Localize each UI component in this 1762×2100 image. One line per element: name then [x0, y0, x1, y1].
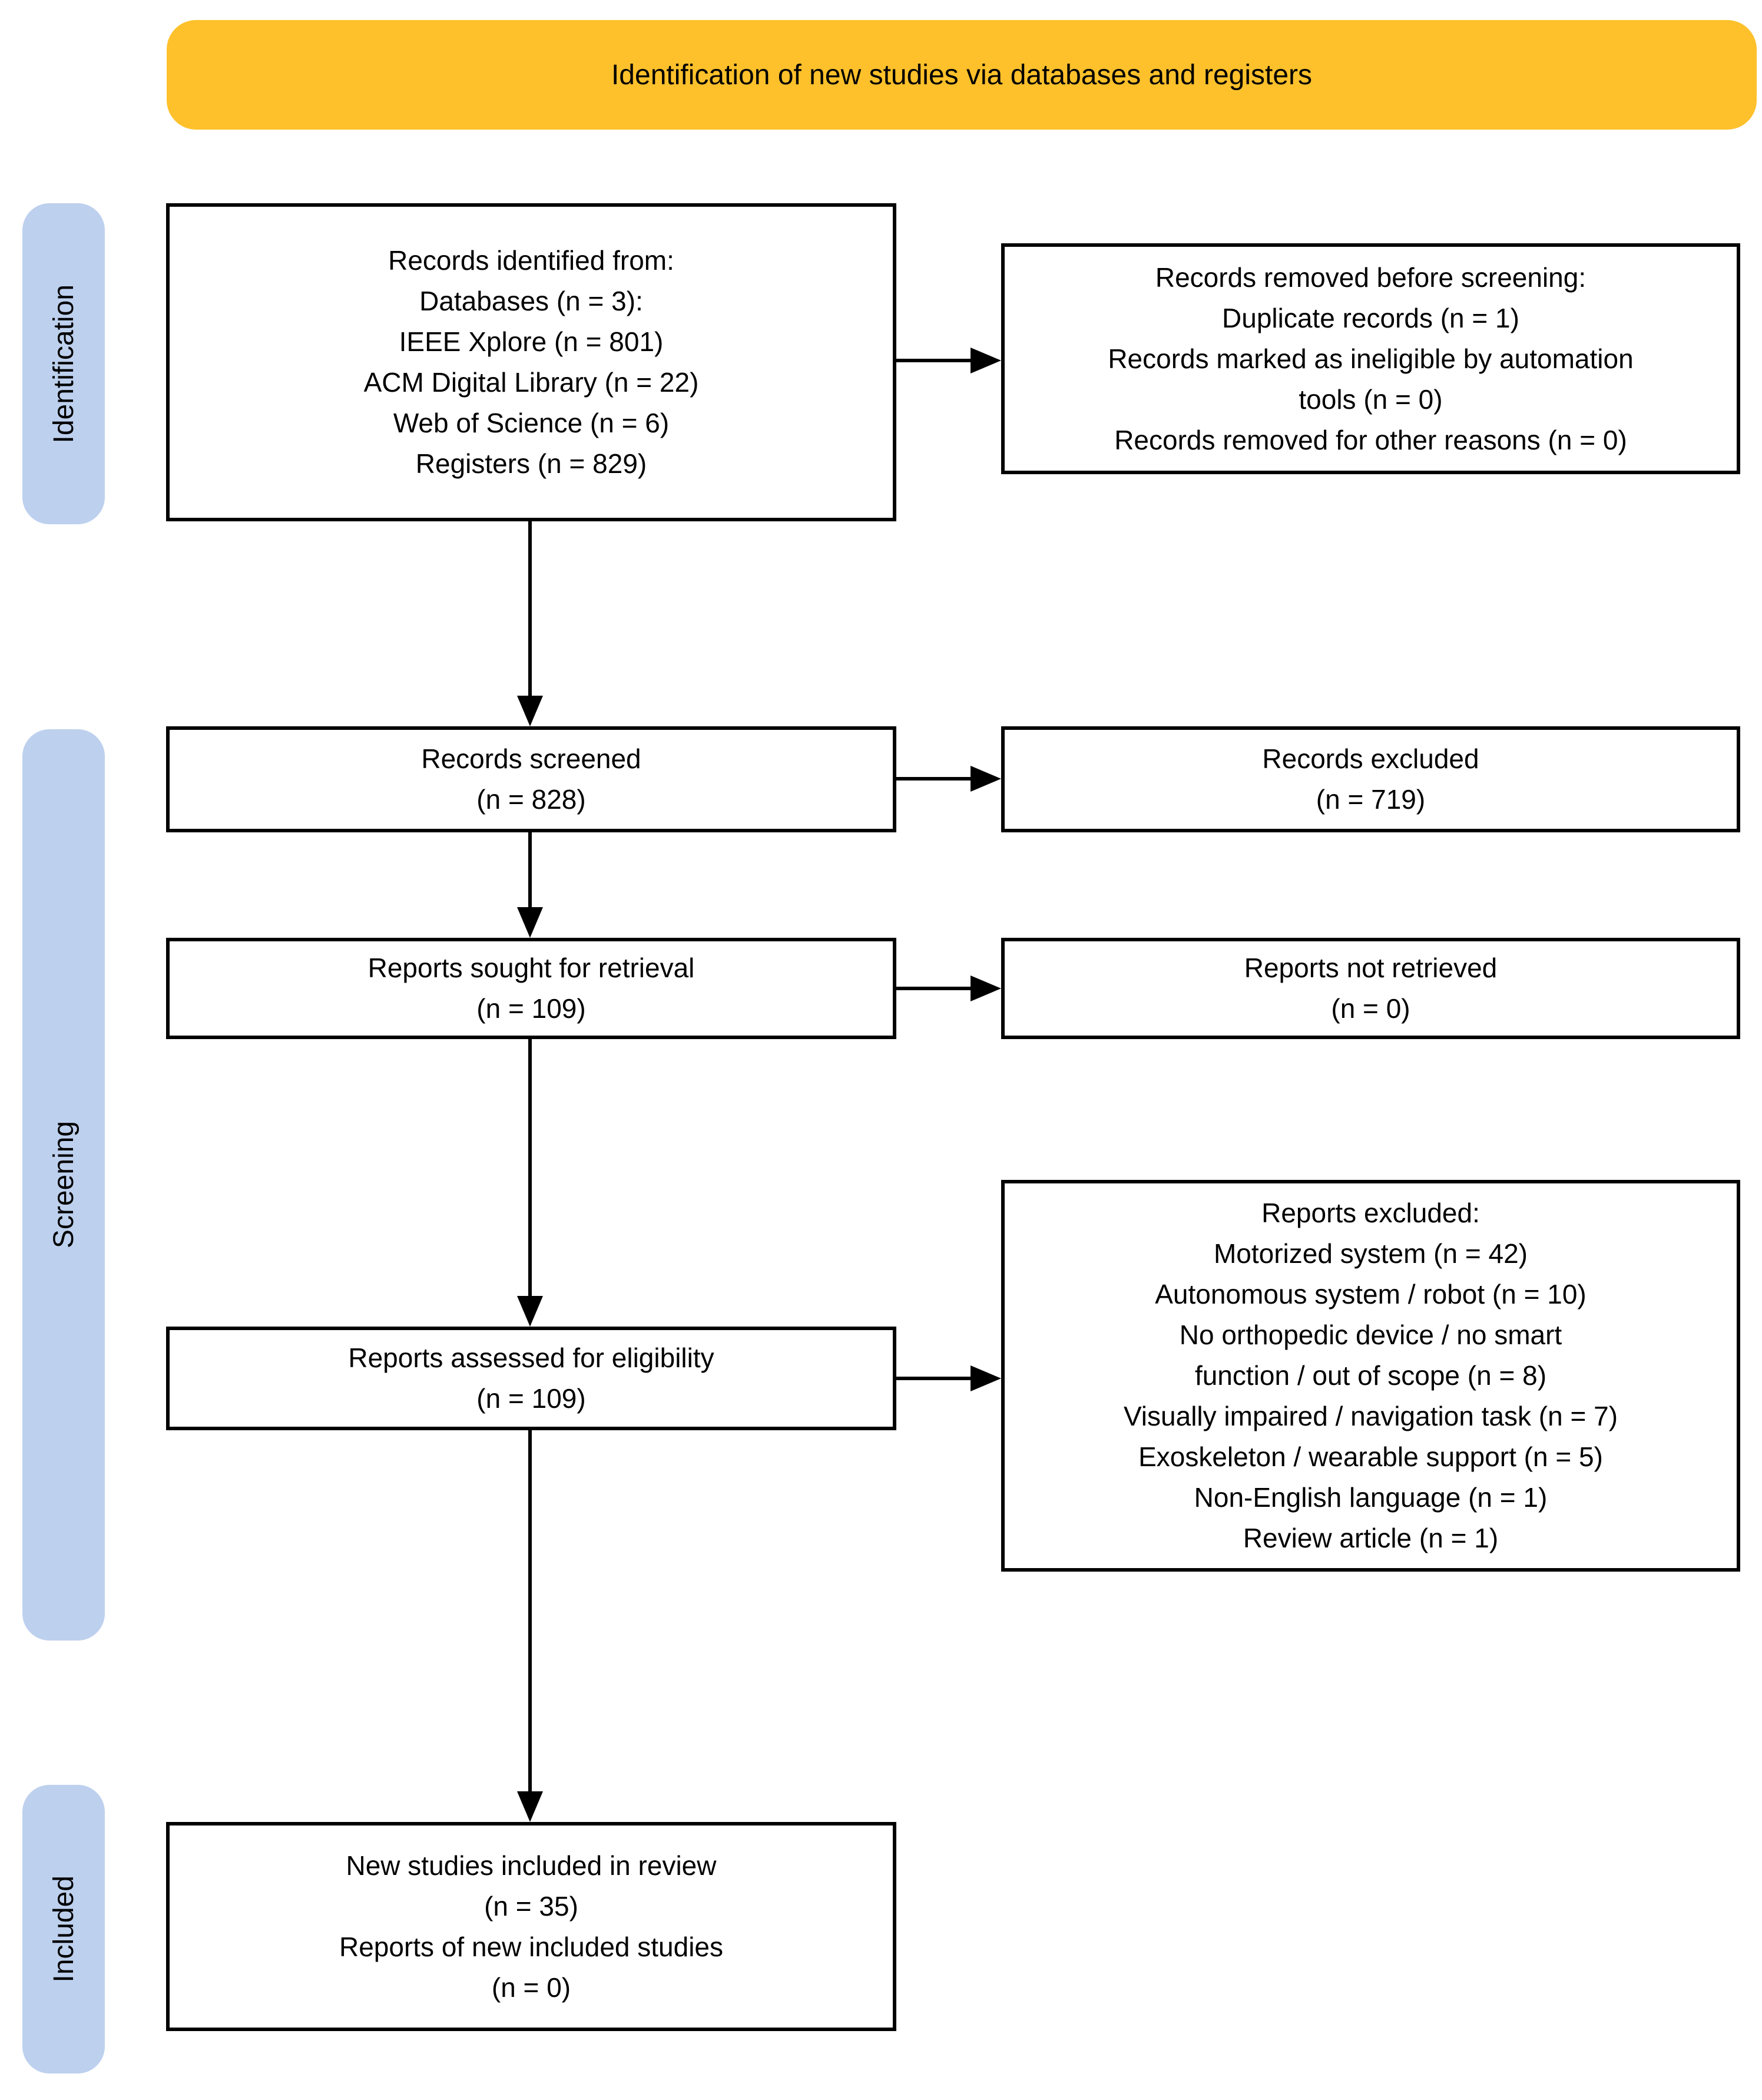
box-reports-assessed-text: Reports assessed for eligibility (n = 10…	[348, 1342, 714, 1414]
arrow-screened-to-excluded-line	[896, 777, 971, 781]
box-records-identified-text: Records identified from: Databases (n = …	[363, 245, 699, 479]
stage-included: Included	[22, 1785, 105, 2073]
arrow-assessed-to-reports-excluded-head-icon	[971, 1365, 1001, 1391]
stage-identification: Identification	[22, 203, 105, 524]
box-reports-excluded-text: Reports excluded: Motorized system (n = …	[1123, 1198, 1618, 1553]
box-reports-not-retrieved-text: Reports not retrieved (n = 0)	[1244, 953, 1498, 1024]
box-records-screened: Records screened (n = 828)	[166, 726, 896, 832]
arrow-sought-to-assessed-line	[528, 1039, 532, 1296]
stage-screening: Screening	[22, 729, 105, 1641]
box-reports-sought: Reports sought for retrieval (n = 109)	[166, 938, 896, 1039]
box-reports-excluded: Reports excluded: Motorized system (n = …	[1001, 1180, 1740, 1572]
stage-screening-label: Screening	[48, 1121, 80, 1249]
box-new-studies-included: New studies included in review (n = 35) …	[166, 1822, 896, 2031]
arrow-identified-to-removed-head-icon	[971, 348, 1001, 373]
arrow-sought-to-assessed-head-icon	[517, 1296, 543, 1327]
arrow-identified-to-removed-line	[896, 359, 971, 362]
arrow-sought-to-not-retrieved-head-icon	[971, 975, 1001, 1001]
box-new-studies-included-text: New studies included in review (n = 35) …	[339, 1850, 724, 2003]
arrow-screened-to-sought-line	[528, 832, 532, 907]
box-records-excluded-text: Records excluded (n = 719)	[1262, 743, 1479, 815]
arrow-assessed-to-included-line	[528, 1430, 532, 1791]
arrow-screened-to-excluded-head-icon	[971, 766, 1001, 792]
arrow-identified-to-screened-head-icon	[517, 696, 543, 726]
arrow-identified-to-screened-line	[528, 521, 532, 696]
box-reports-sought-text: Reports sought for retrieval (n = 109)	[367, 953, 695, 1024]
box-reports-assessed: Reports assessed for eligibility (n = 10…	[166, 1327, 896, 1430]
box-records-excluded: Records excluded (n = 719)	[1001, 726, 1740, 832]
box-records-identified: Records identified from: Databases (n = …	[166, 203, 896, 521]
box-reports-not-retrieved: Reports not retrieved (n = 0)	[1001, 938, 1740, 1039]
stage-included-label: Included	[48, 1876, 80, 1983]
stage-identification-label: Identification	[48, 284, 80, 444]
box-records-screened-text: Records screened (n = 828)	[421, 743, 641, 815]
box-records-removed-text: Records removed before screening: Duplic…	[1108, 262, 1634, 455]
arrow-sought-to-not-retrieved-line	[896, 987, 971, 990]
prisma-banner: Identification of new studies via databa…	[167, 20, 1757, 130]
arrow-screened-to-sought-head-icon	[517, 907, 543, 938]
arrow-assessed-to-reports-excluded-line	[896, 1377, 971, 1380]
banner-title: Identification of new studies via databa…	[611, 59, 1313, 91]
box-records-removed: Records removed before screening: Duplic…	[1001, 243, 1740, 474]
arrow-assessed-to-included-head-icon	[517, 1791, 543, 1822]
